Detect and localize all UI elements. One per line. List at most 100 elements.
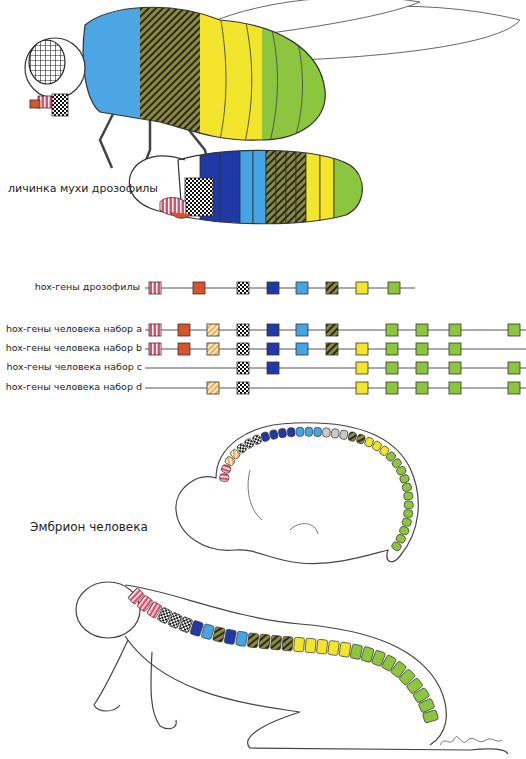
human-arm bbox=[94, 640, 176, 729]
hox-gene bbox=[149, 324, 161, 336]
vertebra bbox=[422, 710, 438, 724]
hox-gene bbox=[237, 382, 249, 394]
hox-gene bbox=[237, 282, 249, 294]
vertebra bbox=[328, 640, 340, 655]
hox-gene bbox=[416, 343, 428, 355]
vertebra bbox=[260, 431, 270, 442]
fly-body-outline bbox=[83, 7, 325, 140]
hox-gene bbox=[449, 343, 461, 355]
vertebra bbox=[403, 509, 413, 517]
vertebra bbox=[305, 638, 316, 653]
fly-segment bbox=[200, 0, 262, 150]
larva-segment bbox=[266, 140, 276, 235]
larva-segment bbox=[334, 140, 374, 235]
hox-gene bbox=[207, 382, 219, 394]
embryo-spine-guide bbox=[224, 432, 409, 550]
larva-segment bbox=[253, 140, 266, 235]
fly-body-colors bbox=[80, 0, 332, 150]
caption-label: Эмбрион человека bbox=[30, 520, 180, 534]
gene-row bbox=[145, 362, 526, 374]
hox-gene bbox=[416, 362, 428, 374]
vertebra bbox=[316, 639, 327, 654]
fly-eye bbox=[29, 40, 65, 84]
hox-gene bbox=[296, 282, 308, 294]
hox-gene bbox=[388, 282, 400, 294]
human-spine-guide bbox=[132, 592, 432, 722]
larva-outline bbox=[178, 150, 362, 223]
embryo-outline bbox=[176, 423, 418, 564]
vertebra bbox=[399, 474, 410, 484]
fly-mouthpart bbox=[52, 94, 68, 116]
hox-gene bbox=[267, 362, 279, 374]
vertebra bbox=[278, 428, 287, 438]
hox-gene bbox=[207, 343, 219, 355]
vertebra bbox=[213, 627, 226, 643]
hox-gene bbox=[356, 282, 368, 294]
hox-gene bbox=[178, 343, 190, 355]
vertebra bbox=[391, 541, 403, 552]
larva-segment bbox=[320, 140, 334, 235]
hox-gene bbox=[386, 343, 398, 355]
vertebra bbox=[252, 434, 262, 445]
vertebra bbox=[305, 427, 313, 436]
hox-gene bbox=[508, 324, 520, 336]
fly-head bbox=[25, 38, 85, 98]
hox-gene bbox=[326, 282, 338, 294]
hox-gene bbox=[449, 382, 461, 394]
vertebra bbox=[403, 492, 413, 500]
vertebra bbox=[296, 427, 304, 436]
hox-gene bbox=[326, 324, 338, 336]
human-back bbox=[125, 585, 446, 745]
hox-gene bbox=[449, 324, 461, 336]
hox-gene bbox=[508, 362, 520, 374]
vertebra bbox=[282, 636, 293, 651]
larva-segment bbox=[240, 140, 253, 235]
vertebra bbox=[236, 631, 248, 646]
hox-gene bbox=[237, 343, 249, 355]
human-vertebrae bbox=[128, 588, 439, 724]
hox-gene bbox=[416, 324, 428, 336]
hox-gene bbox=[149, 343, 161, 355]
vertebra bbox=[348, 431, 357, 442]
vertebra bbox=[339, 642, 351, 657]
gene-rows bbox=[145, 282, 526, 394]
larva-segment bbox=[185, 178, 213, 216]
gene-row bbox=[145, 382, 526, 394]
vertebra bbox=[287, 427, 295, 436]
larva-segment bbox=[220, 140, 240, 235]
caption-label: hox-гены человека набор d bbox=[0, 381, 142, 392]
vertebra bbox=[356, 434, 366, 445]
vertebra bbox=[269, 429, 278, 439]
hox-gene bbox=[237, 324, 249, 336]
vertebra bbox=[404, 501, 413, 509]
hox-gene bbox=[326, 343, 338, 355]
caption-label: личинка мухи дрозофилы bbox=[8, 182, 148, 195]
caption-label: hox-гены дрозофилы bbox=[0, 281, 140, 292]
caption-label: hox-гены человека набор b bbox=[0, 342, 142, 353]
fly-mouthpart bbox=[30, 100, 40, 108]
vertebra bbox=[224, 629, 236, 645]
caption-label: hox-гены человека набор c bbox=[0, 361, 142, 372]
hox-gene bbox=[356, 362, 368, 374]
fly-leg bbox=[100, 110, 115, 168]
hox-gene bbox=[296, 324, 308, 336]
vertebra bbox=[201, 624, 214, 640]
larva-segment bbox=[296, 140, 306, 235]
hox-gene bbox=[508, 382, 520, 394]
vertebra bbox=[401, 518, 411, 527]
vertebra bbox=[219, 473, 229, 481]
embryo-vertebrae bbox=[219, 427, 413, 552]
gene-row bbox=[145, 282, 415, 294]
vertebra bbox=[247, 633, 258, 648]
hox-gene bbox=[207, 324, 219, 336]
vertebra bbox=[339, 430, 348, 440]
fly-segment bbox=[140, 0, 200, 150]
human-head bbox=[76, 582, 140, 638]
hox-gene bbox=[356, 343, 368, 355]
chromosome-line bbox=[145, 368, 526, 369]
vertebra bbox=[322, 428, 330, 438]
hox-gene bbox=[386, 382, 398, 394]
larva-segment bbox=[276, 140, 286, 235]
